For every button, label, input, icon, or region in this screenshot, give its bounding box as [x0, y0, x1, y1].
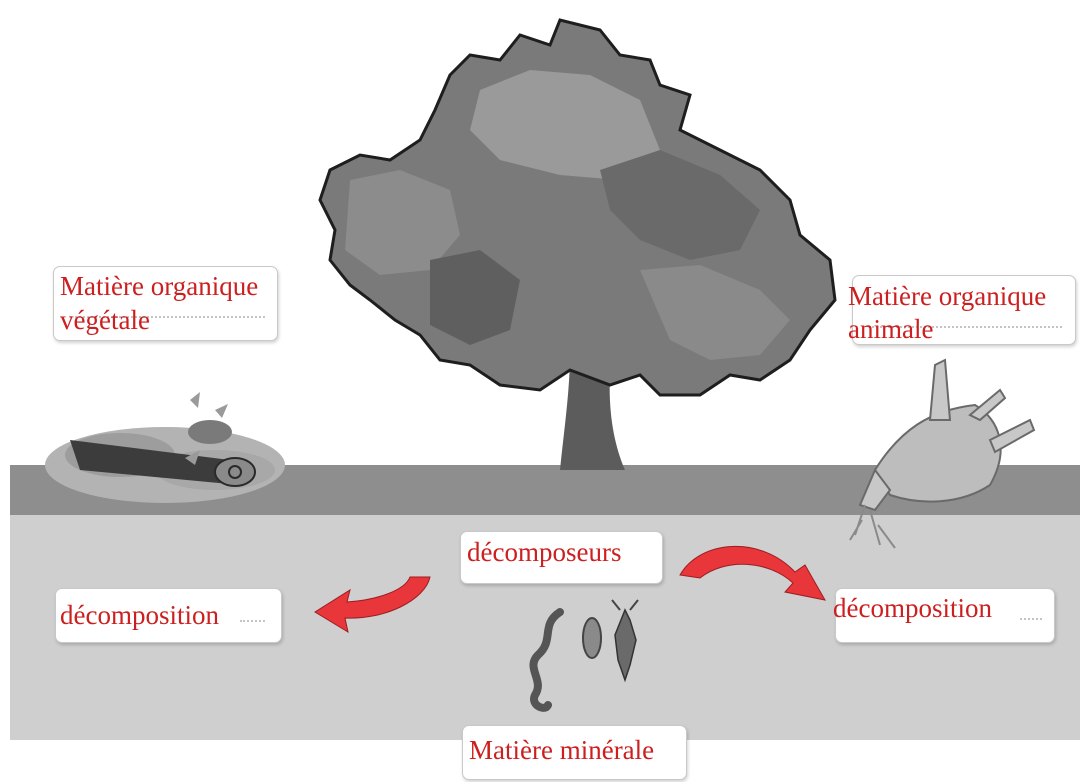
decomposers-label: décomposeurs: [467, 537, 622, 567]
decomposition-left-box: [55, 588, 282, 643]
animal-answer-line: [872, 326, 1062, 328]
tree-icon: [318, 18, 837, 470]
mineral-matter-label: Matière minérale: [469, 735, 655, 765]
animal-organic-matter-label-line1: Matière organique: [848, 281, 1047, 311]
decomposition-left-answer-line: [240, 620, 265, 622]
decomposers-organisms-icon: [529, 599, 639, 712]
decomposition-right-box: [835, 588, 1055, 643]
left-decomposition-arrow: [314, 576, 431, 634]
decomposition-right-label: décomposition: [833, 593, 992, 623]
vegetal-organic-matter-label-line1: Matière organique: [60, 271, 259, 301]
mineral-matter-box: [462, 725, 687, 780]
decomposition-right-answer-line: [1020, 618, 1042, 620]
vegetal-answer-line: [70, 316, 265, 318]
right-decomposition-arrow: [679, 545, 826, 601]
decomposition-left-label: décomposition: [60, 600, 219, 630]
vegetal-organic-matter-box: [53, 266, 278, 341]
decomposers-box: [460, 531, 663, 584]
animal-organic-matter-label-line2: animale: [848, 314, 934, 344]
leaf-litter-icon: [45, 392, 285, 503]
vegetal-organic-matter-label-line2: végétale: [60, 305, 150, 335]
dead-deer-icon: [849, 358, 1036, 549]
animal-organic-matter-box: [852, 275, 1076, 345]
